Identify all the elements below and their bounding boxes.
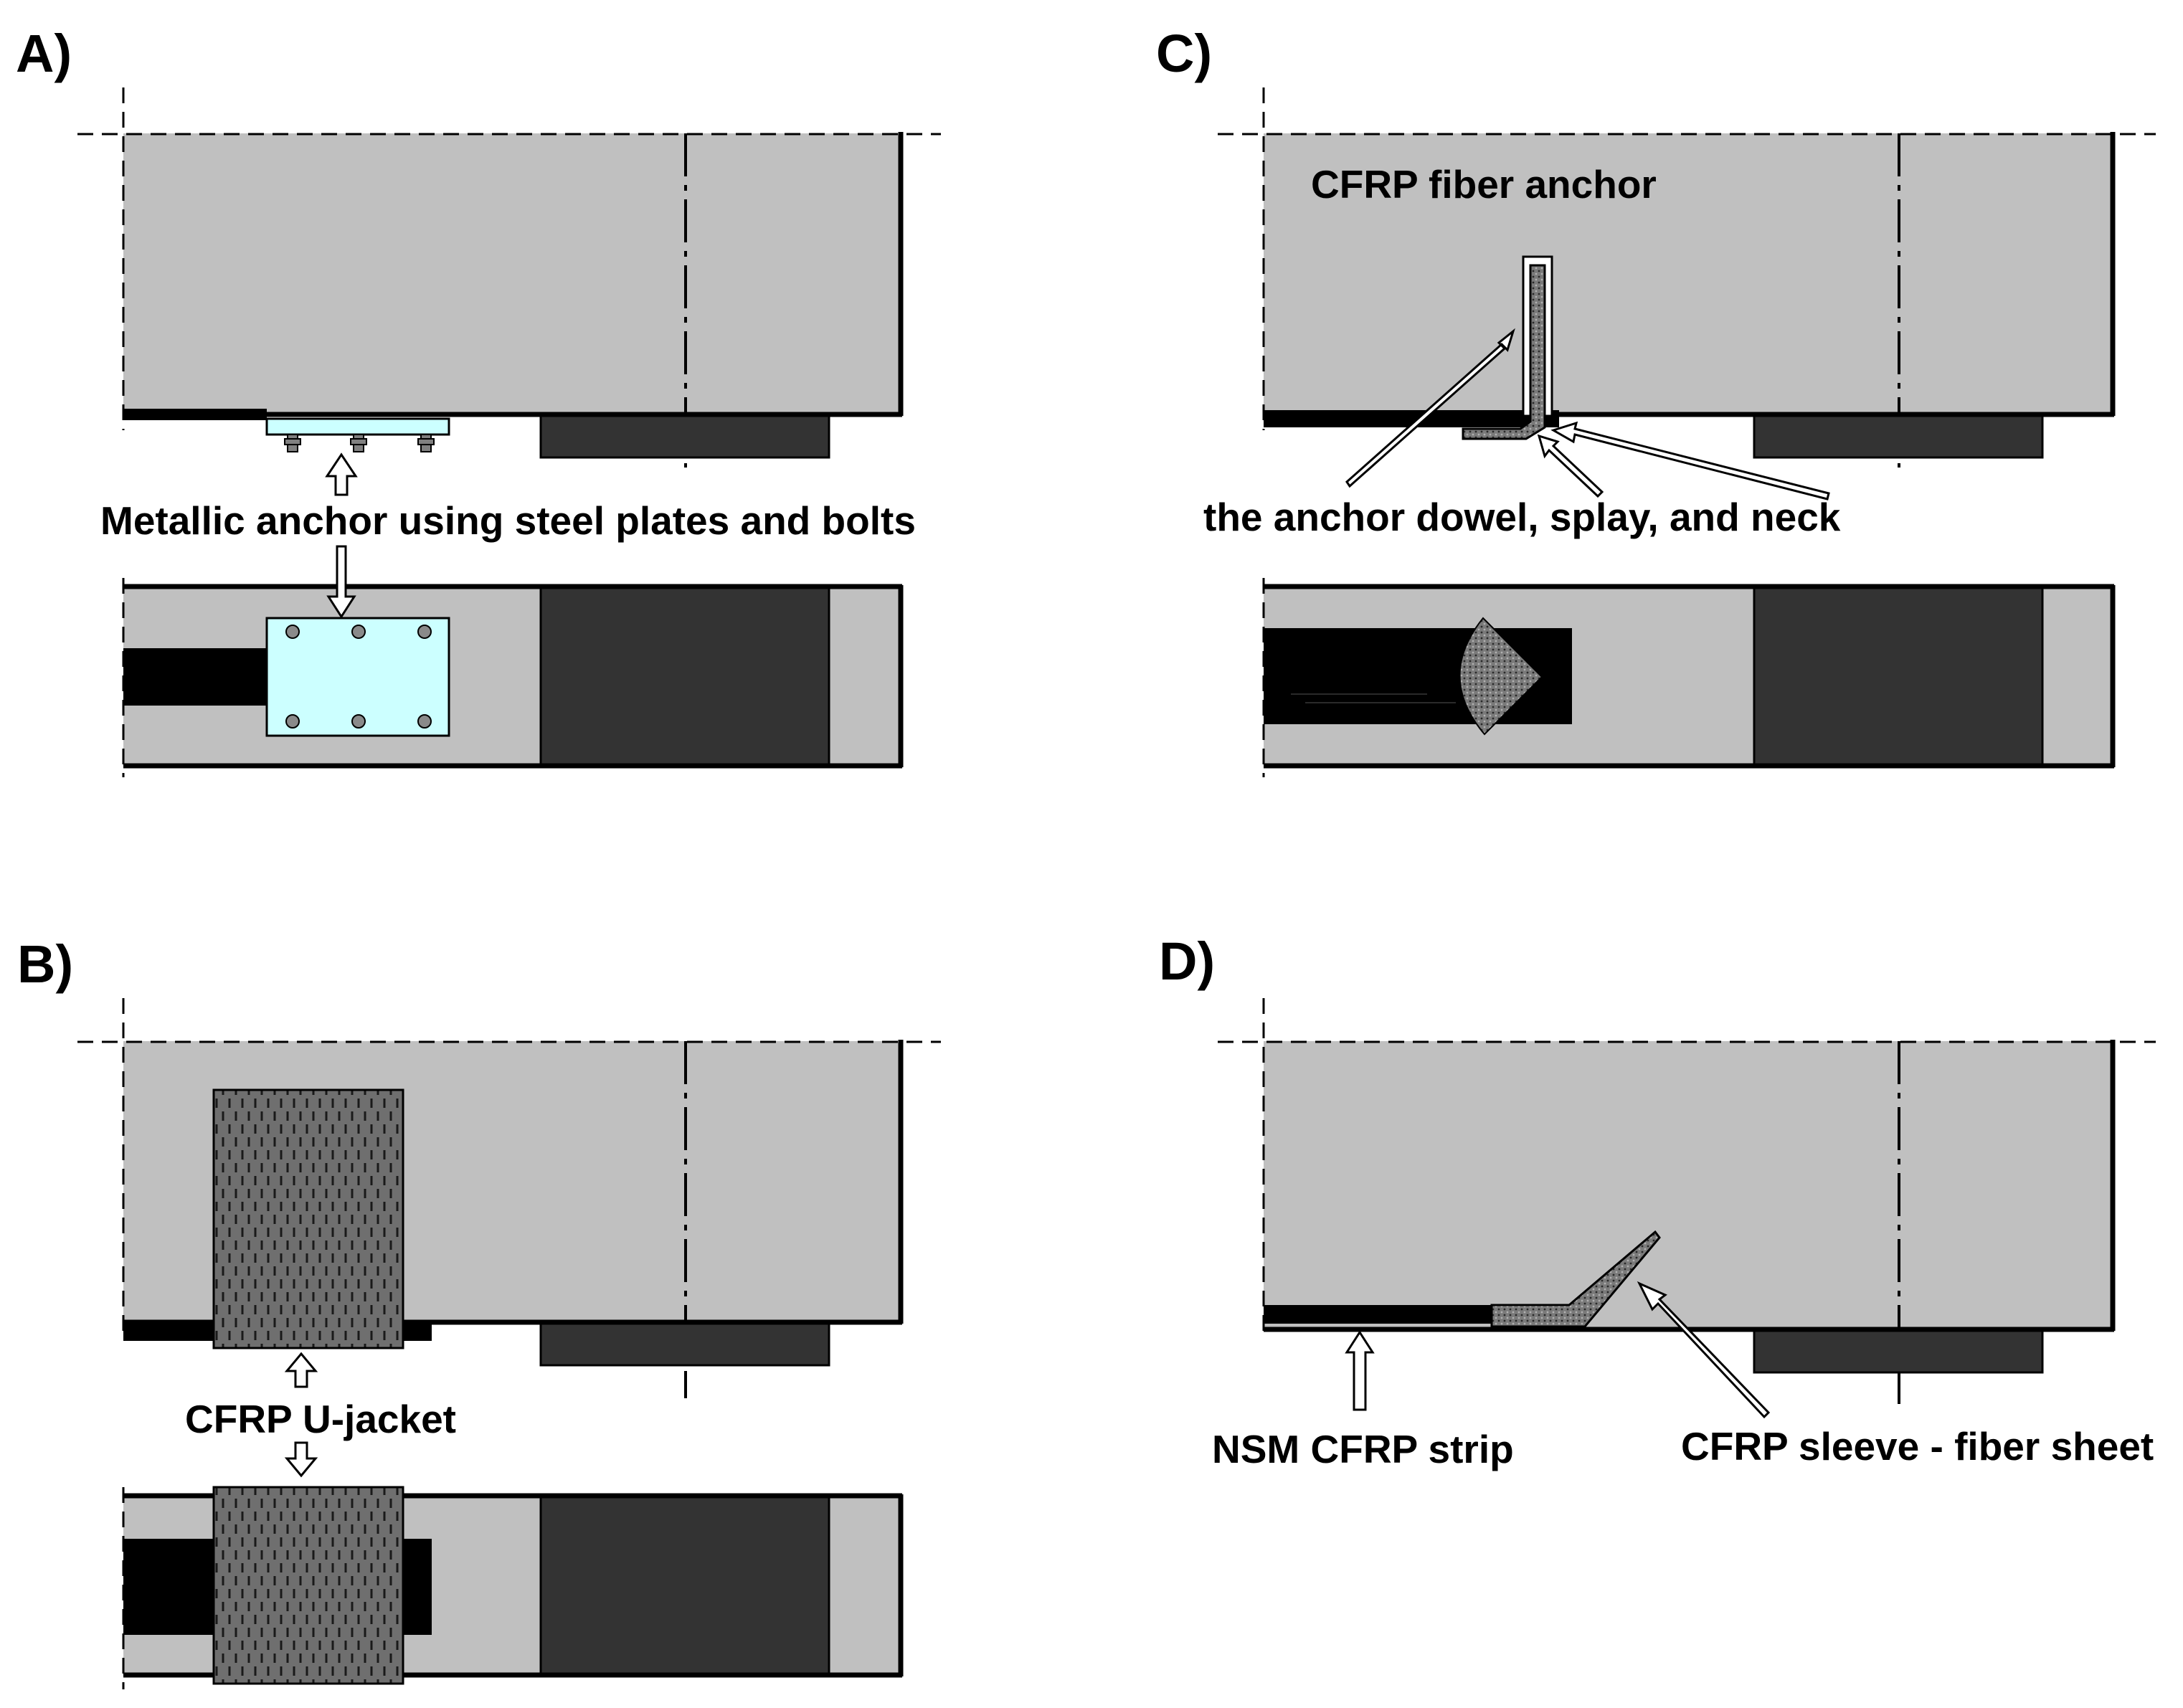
panel-d: D) NSM CFRP strip CFRP sleeve - fiber sh… — [1159, 931, 2156, 1471]
u-jacket-elevation — [212, 1088, 404, 1349]
panel-a: A) Metallic a — [16, 24, 941, 777]
arrow-to-neck — [1550, 421, 1830, 500]
arrow-to-jacket-plan — [284, 1441, 318, 1478]
arrow-to-plate-plan — [326, 545, 356, 619]
arrow-to-strip — [1345, 1330, 1375, 1411]
bolt-elevation — [284, 434, 301, 452]
panel-d-letter: D) — [1159, 931, 1215, 991]
bolt-head — [417, 625, 432, 639]
panel-c-title: CFRP fiber anchor — [1311, 162, 1657, 207]
panel-d-callout-strip: NSM CFRP strip — [1212, 1427, 1514, 1471]
support-block-plan — [539, 587, 830, 766]
support-block — [1753, 1329, 2044, 1374]
u-jacket-plan — [212, 1486, 404, 1685]
panel-d-callout-sleeve: CFRP sleeve - fiber sheet — [1681, 1424, 2154, 1469]
panel-c-letter: C) — [1156, 24, 1212, 83]
panel-b-elevation — [77, 998, 941, 1398]
bolt-head — [285, 714, 300, 729]
anchor-splay-plan — [1459, 617, 1543, 736]
panel-a-elevation — [77, 87, 941, 496]
cfrp-sleeve — [1490, 1230, 1661, 1328]
bolt-elevation — [350, 434, 367, 452]
cfrp-laminate-plan — [123, 648, 270, 706]
panel-c: C) CFRP fiber anchor the anchor dowel, s… — [1156, 24, 2156, 777]
panel-a-letter: A) — [16, 24, 72, 83]
support-block — [1753, 414, 2044, 459]
arrow-to-plate — [325, 452, 358, 496]
arrow-to-dowel — [1345, 328, 1515, 488]
support-block — [539, 414, 830, 459]
support-block — [539, 1322, 830, 1367]
panel-a-callout: Metallic anchor using steel plates and b… — [100, 498, 916, 543]
cfrp-laminate — [123, 409, 267, 420]
beam-elevation — [1264, 1041, 2113, 1328]
arrow-to-sleeve — [1637, 1281, 1771, 1419]
bolt-head — [285, 625, 300, 639]
support-block-plan — [539, 1496, 830, 1675]
panel-b-plan — [122, 1441, 904, 1689]
arrow-to-jacket — [284, 1352, 318, 1388]
panel-b-callout: CFRP U-jacket — [185, 1397, 456, 1441]
panel-b-letter: B) — [17, 934, 73, 994]
support-block-plan — [1753, 587, 2044, 766]
panel-c-callout: the anchor dowel, splay, and neck — [1203, 495, 1841, 539]
nsm-cfrp-strip — [1264, 1305, 1493, 1324]
bolt-head — [417, 714, 432, 729]
panel-c-plan — [1262, 578, 2116, 777]
bolt-head — [351, 625, 366, 639]
beam-elevation — [1264, 133, 2113, 414]
panel-d-elevation — [1218, 998, 2156, 1419]
panel-b: B) CFRP U-jacket — [17, 934, 941, 1689]
bolt-elevation — [417, 434, 435, 452]
steel-plate-elevation — [265, 417, 450, 436]
beam-elevation — [123, 133, 901, 414]
bolt-head — [351, 714, 366, 729]
arrow-to-splay — [1537, 434, 1604, 498]
fiber-anchor-dowel — [1462, 264, 1546, 440]
panel-c-elevation — [1218, 87, 2156, 500]
panel-a-plan — [122, 545, 904, 777]
